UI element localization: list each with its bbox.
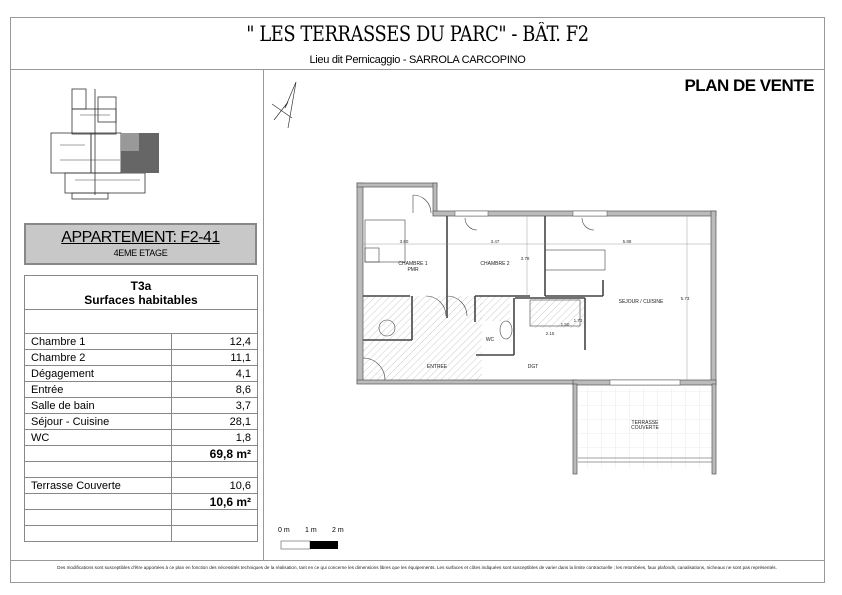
- dimension: 2.15: [546, 331, 555, 336]
- building-key-plan: [50, 88, 159, 200]
- dimension: 1.73: [574, 318, 583, 323]
- page-frame: [10, 17, 825, 583]
- apartment-type: T3a: [130, 278, 152, 293]
- dimension: 5.73: [681, 296, 690, 301]
- surfaces-heading: Surfaces habitables: [84, 292, 198, 307]
- room-label-chambre1: CHAMBRE 1: [398, 261, 427, 267]
- scale-label: 0 m: [278, 527, 290, 534]
- scale-label: 1 m: [305, 527, 317, 534]
- room-label-terrasse: TERRASSE: [632, 420, 660, 426]
- room-label-pmr: PMR: [407, 267, 419, 273]
- room-label-couverte: COUVERTE: [631, 425, 659, 431]
- project-location: Lieu dit Pernicaggio - SARROLA CARCOPINO: [309, 54, 526, 66]
- scale-bar: [280, 540, 338, 550]
- left-panel-divider: [263, 69, 264, 560]
- room-label-entree: ENTREE: [427, 364, 448, 370]
- total-annex: 10,6 m²: [171, 493, 258, 510]
- dimension: 3.47: [491, 239, 500, 244]
- apartment-title: APPARTEMENT: F2-41: [61, 229, 220, 246]
- apartment-header: APPARTEMENT: F2-41 4EME ETAGE: [24, 223, 257, 265]
- room-label-chambre2: CHAMBRE 2: [480, 261, 509, 267]
- dimension: 3.78: [521, 256, 530, 261]
- room-label-sejour: SEJOUR / CUISINE: [619, 299, 664, 305]
- north-arrow-icon: [271, 81, 297, 129]
- total-row: 10,6 m²: [24, 493, 258, 510]
- terrace-area: [578, 388, 712, 468]
- apartment-floor: 4EME ETAGE: [113, 248, 168, 258]
- room-label-dgt: DGT: [528, 364, 539, 370]
- room-label-wc: WC: [486, 337, 495, 343]
- header-divider: [10, 69, 825, 70]
- dimension: 3.80: [400, 239, 409, 244]
- scale-label: 2 m: [332, 527, 344, 534]
- dimension: 1.50: [561, 322, 570, 327]
- disclaimer-note: Des modifications sont susceptibles d'êt…: [57, 565, 777, 570]
- dimension: 5.88: [623, 239, 632, 244]
- plan-type-label: PLAN DE VENTE: [684, 76, 814, 95]
- footer-divider: [10, 560, 825, 561]
- project-title: " LES TERRASSES DU PARC" - BÂT. F2: [246, 22, 589, 46]
